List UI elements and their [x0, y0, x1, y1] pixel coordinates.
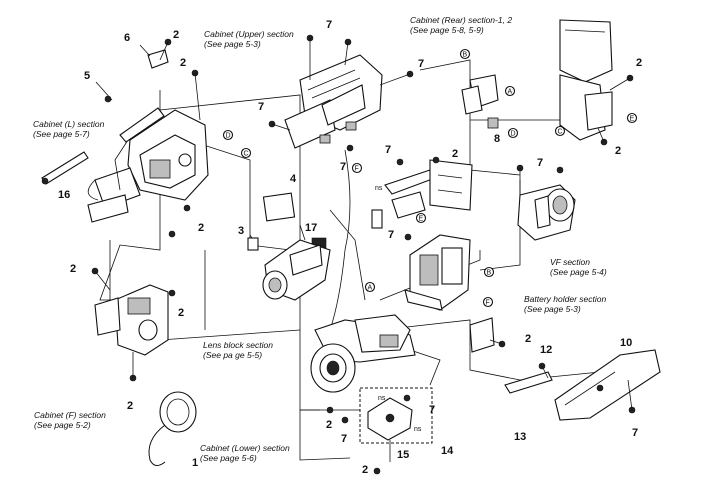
- part-number-2-c: 2: [198, 222, 204, 234]
- part-numbers: 6 2 2 5 16 2 2 2 2 1 7 7 7 7 4 3 17 7 2 …: [58, 19, 642, 476]
- part-number-3: 3: [238, 225, 244, 237]
- lens-block-assembly: [247, 192, 331, 301]
- label-vf-1: VF section: [550, 257, 590, 267]
- part-number-8: 8: [494, 133, 500, 145]
- marker-f-upper: F: [355, 166, 359, 173]
- part-number-2-j: 2: [525, 333, 531, 345]
- label-upper-2: (See page 5-3): [204, 39, 261, 49]
- battery-holder-assembly: [404, 234, 471, 311]
- ns-label-a: ns: [375, 185, 383, 192]
- part-number-6: 6: [124, 32, 130, 44]
- cabinet-rear-assembly: [461, 19, 613, 141]
- part-number-1: 1: [192, 457, 198, 469]
- part-number-7-f: 7: [388, 229, 394, 241]
- label-lens-1: Lens block section: [203, 340, 273, 350]
- marker-c-left: C: [244, 151, 249, 158]
- ns-label-b: ns: [378, 395, 386, 402]
- label-lens-2: (See pa ge 5-5): [203, 350, 262, 360]
- cabinet-lower-assembly: [310, 314, 416, 393]
- part-number-12: 12: [540, 344, 552, 356]
- leader-6: [139, 44, 151, 57]
- part-number-5: 5: [84, 70, 90, 82]
- cabinet-front-assembly: [94, 284, 169, 356]
- part-number-7-a: 7: [258, 101, 264, 113]
- label-battery-2: (See page 5-3): [524, 304, 581, 314]
- part-number-2-f: 2: [127, 400, 133, 412]
- part-number-7-g: 7: [537, 157, 543, 169]
- marker-c-rear: C: [558, 129, 563, 136]
- part-number-2-e: 2: [178, 307, 184, 319]
- marker-b-rear: B: [463, 52, 468, 59]
- part-15-assembly: [359, 387, 433, 462]
- part-number-10: 10: [620, 337, 632, 349]
- ns-label-c: ns: [414, 426, 422, 433]
- part-number-2-k: 2: [326, 419, 332, 431]
- middle-bracket-assembly: [371, 159, 473, 229]
- bracket-part-6: [147, 49, 169, 69]
- ns-labels: ns ns ns: [375, 185, 422, 433]
- label-left-2: (See page 5-7): [33, 129, 90, 139]
- part-number-2-i: 2: [615, 145, 621, 157]
- part-number-2-d: 2: [70, 263, 76, 275]
- section-labels: Cabinet (Upper) section (See page 5-3) C…: [33, 15, 607, 463]
- connection-markers: C D F B A D C E E B A F: [222, 48, 638, 308]
- marker-e-middle: E: [419, 216, 424, 223]
- label-lower-1: Cabinet (Lower) section: [200, 443, 290, 453]
- rod-part-16: [41, 151, 89, 185]
- marker-a-lower: A: [368, 285, 373, 292]
- part-number-17: 17: [305, 222, 317, 234]
- label-lower-2: (See page 5-6): [200, 453, 257, 463]
- marker-b-battery: B: [487, 270, 492, 277]
- part-number-15: 15: [397, 449, 409, 461]
- label-front-2: (See page 5-2): [34, 420, 91, 430]
- label-battery-1: Battery holder section: [524, 294, 606, 304]
- part-number-7-i: 7: [341, 433, 347, 445]
- part-number-7-e: 7: [385, 144, 391, 156]
- cabinet-left-assembly: [87, 109, 209, 223]
- part-number-7-c: 7: [418, 58, 424, 70]
- label-left-1: Cabinet (L) section: [33, 119, 105, 129]
- part-number-2-l: 2: [362, 464, 368, 476]
- label-rear-2: (See page 5-8, 5-9): [410, 25, 484, 35]
- label-front-1: Cabinet (F) section: [34, 410, 106, 420]
- cabinet-upper-assembly: [284, 54, 383, 149]
- marker-e-rear: E: [630, 116, 635, 123]
- part-number-2-g: 2: [452, 148, 458, 160]
- part-number-4: 4: [290, 173, 297, 185]
- rod-end: [41, 177, 49, 185]
- part-number-2-h: 2: [636, 57, 642, 69]
- marker-f-right: F: [486, 300, 490, 307]
- vf-assembly: [517, 184, 576, 241]
- label-upper-1: Cabinet (Upper) section: [204, 29, 294, 39]
- part-number-2-b: 2: [180, 57, 186, 69]
- part-number-14: 14: [441, 445, 454, 457]
- marker-d-rear: D: [511, 131, 516, 138]
- marker-d-left: D: [226, 133, 231, 140]
- part-number-16: 16: [58, 189, 70, 201]
- leader-lines: [94, 38, 633, 411]
- lens-cap-part-1: [148, 391, 197, 466]
- strip-part-5: [119, 107, 165, 143]
- part-number-7-b: 7: [326, 19, 332, 31]
- part-number-7-h: 7: [632, 427, 638, 439]
- part-number-7-d: 7: [340, 161, 346, 173]
- label-vf-2: (See page 5-4): [550, 267, 607, 277]
- part-10-13-assembly: [469, 317, 661, 421]
- part-number-2-a: 2: [173, 29, 179, 41]
- marker-a-rear: A: [508, 89, 513, 96]
- part-number-7-j: 7: [429, 404, 435, 416]
- label-rear-1: Cabinet (Rear) section-1, 2: [410, 15, 512, 25]
- part-number-13: 13: [514, 431, 526, 443]
